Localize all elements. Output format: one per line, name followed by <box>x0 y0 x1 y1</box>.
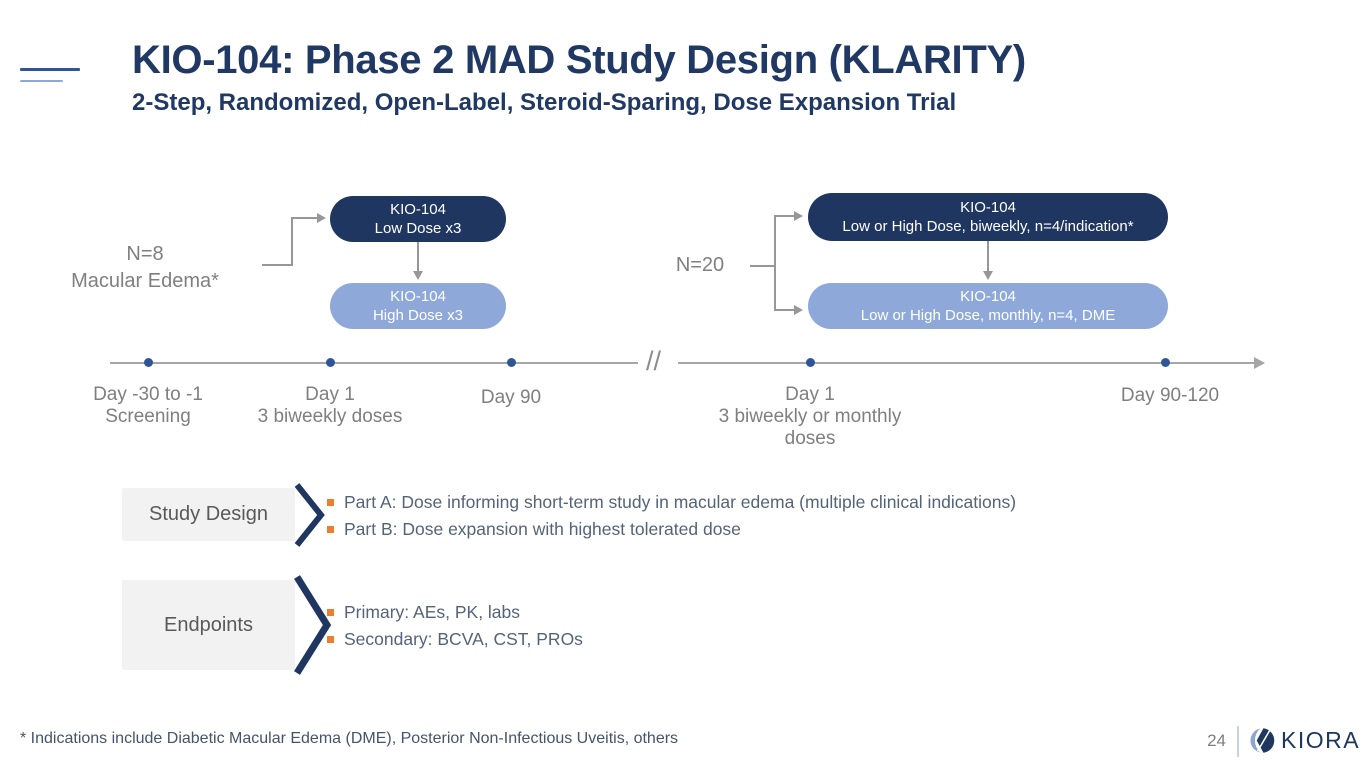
connector-line <box>750 265 776 267</box>
footer-divider <box>1237 726 1239 757</box>
footnote: * Indications include Diabetic Macular E… <box>20 730 679 747</box>
part-b-monthly-box: KIO-104 Low or High Dose, monthly, n=4, … <box>808 283 1168 329</box>
timeline-dot <box>806 358 815 367</box>
part-b-cohort-label: N=20 <box>650 252 750 279</box>
timeline-dot <box>1161 358 1170 367</box>
study-design-label: Study Design <box>149 503 268 525</box>
timeline-arrowhead-icon <box>1254 357 1265 369</box>
part-a-low-dose-box: KIO-104 Low Dose x3 <box>330 196 506 242</box>
kiora-logo-text: KIORA <box>1281 727 1361 753</box>
milestone-line: Day 1 <box>785 384 835 405</box>
connector-line <box>291 217 293 266</box>
milestone-line: 3 biweekly doses <box>257 406 403 427</box>
connector-line <box>774 215 776 311</box>
arrow-down-icon <box>983 271 993 280</box>
milestone-line: Day 90-120 <box>1120 385 1220 406</box>
study-design-bullets: Part A: Dose informing short-term study … <box>327 489 1147 543</box>
bullet-text: Primary: AEs, PK, labs <box>344 602 521 622</box>
box-line: KIO-104 <box>390 288 446 305</box>
timeline-dot <box>507 358 516 367</box>
milestone-line: 3 biweekly or monthly <box>718 406 902 427</box>
endpoints-bullets: Primary: AEs, PK, labs Secondary: BCVA, … <box>327 599 927 653</box>
list-item: Primary: AEs, PK, labs <box>327 599 927 625</box>
bullet-icon <box>327 499 334 506</box>
bullet-icon <box>327 609 334 616</box>
part-a-high-dose-box: KIO-104 High Dose x3 <box>330 283 506 329</box>
part-a-indication: Macular Edema* <box>71 270 219 292</box>
part-a-cohort-label: N=8 Macular Edema* <box>30 241 260 295</box>
connector-line <box>262 264 293 266</box>
connector-line <box>291 217 319 219</box>
part-b-biweekly-box: KIO-104 Low or High Dose, biweekly, n=4/… <box>808 193 1168 241</box>
endpoints-label: Endpoints <box>164 613 253 636</box>
list-item: Part A: Dose informing short-term study … <box>327 489 1147 515</box>
connector-line <box>774 215 796 217</box>
page-title: KIO-104: Phase 2 MAD Study Design (KLARI… <box>132 38 1026 82</box>
bullet-text: Secondary: BCVA, CST, PROs <box>344 629 583 649</box>
milestone-day90: Day 90 <box>431 387 591 409</box>
connector-line <box>987 241 989 272</box>
arrow-right-icon <box>317 213 326 223</box>
list-item: Secondary: BCVA, CST, PROs <box>327 626 927 652</box>
kiora-logo-icon <box>1250 728 1275 753</box>
box-line: Low or High Dose, monthly, n=4, DME <box>860 307 1116 324</box>
timeline-dot <box>326 358 335 367</box>
box-line: Low or High Dose, biweekly, n=4/indicati… <box>842 218 1134 235</box>
part-a-n: N=8 <box>126 243 164 265</box>
accent-line-light <box>20 80 63 82</box>
milestone-day1-a: Day 1 3 biweekly doses <box>230 384 430 428</box>
box-line: High Dose x3 <box>372 307 464 324</box>
milestone-line: Day 90 <box>480 387 542 408</box>
timeline-break-mark: // <box>646 346 662 376</box>
connector-line <box>417 242 419 273</box>
milestone-day90-120: Day 90-120 <box>1070 385 1270 407</box>
arrow-right-icon <box>794 305 803 315</box>
list-item: Part B: Dose expansion with highest tole… <box>327 516 1147 542</box>
endpoints-label-box: Endpoints <box>122 580 295 670</box>
timeline-line-left <box>110 362 638 364</box>
milestone-screening: Day -30 to -1 Screening <box>48 384 248 428</box>
accent-line-dark <box>20 68 80 71</box>
page-number: 24 <box>1207 731 1226 750</box>
arrow-right-icon <box>794 211 803 221</box>
milestone-line: Day -30 to -1 <box>93 384 203 405</box>
chevron-right-icon <box>294 483 325 547</box>
bullet-icon <box>327 526 334 533</box>
milestone-line: Day 1 <box>305 384 355 405</box>
study-design-label-box: Study Design <box>122 488 295 541</box>
box-line: Low Dose x3 <box>374 220 462 237</box>
timeline-line-right <box>678 362 1256 364</box>
timeline-dot <box>144 358 153 367</box>
bullet-icon <box>327 636 334 643</box>
milestone-day1-b: Day 1 3 biweekly or monthly doses <box>690 384 930 450</box>
kiora-logo: KIORA <box>1249 727 1360 754</box>
box-line: KIO-104 <box>960 288 1016 305</box>
bullet-text: Part A: Dose informing short-term study … <box>344 492 1017 512</box>
bullet-text: Part B: Dose expansion with highest tole… <box>344 519 741 539</box>
arrow-down-icon <box>413 271 423 280</box>
part-b-n: N=20 <box>675 254 725 276</box>
milestone-line: Screening <box>105 406 191 427</box>
box-line: KIO-104 <box>960 199 1016 216</box>
box-line: KIO-104 <box>390 201 446 218</box>
page-subtitle: 2-Step, Randomized, Open-Label, Steroid-… <box>132 89 957 116</box>
chevron-right-icon <box>294 575 332 675</box>
milestone-line: doses <box>784 428 836 449</box>
connector-line <box>774 309 796 311</box>
